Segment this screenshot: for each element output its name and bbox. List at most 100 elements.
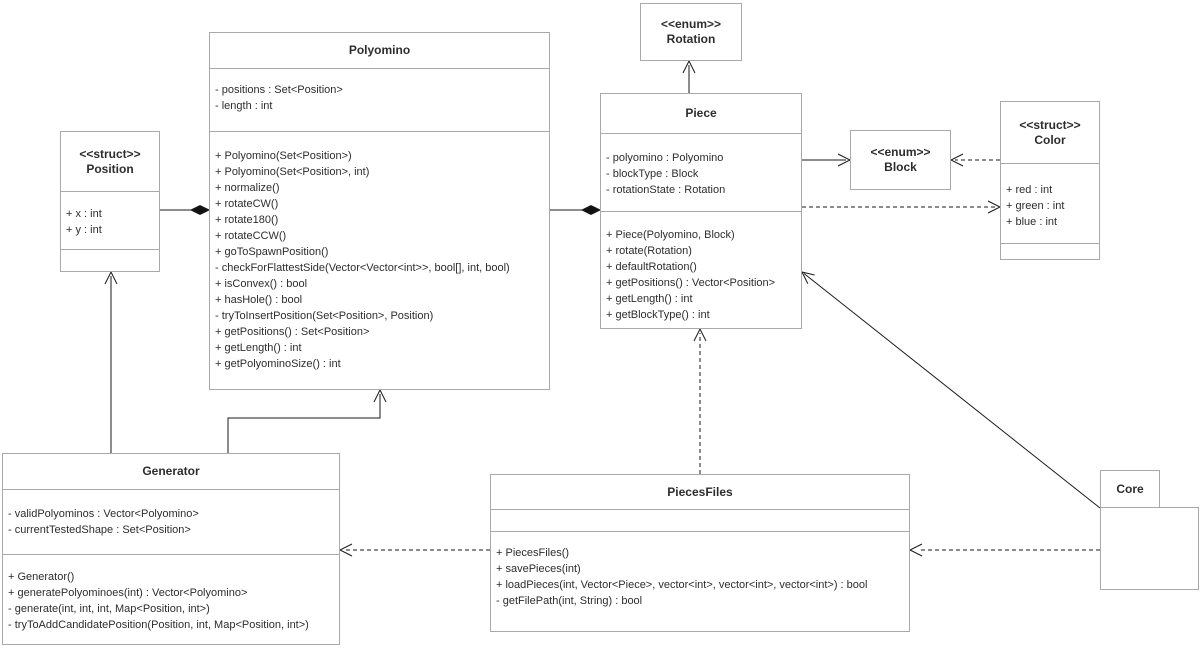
methods-compartment: + Piece(Polyomino, Block) + rotate(Rotati… [601,211,801,328]
class-polyomino[interactable]: Polyomino - positions : Set<Position> - l… [209,32,550,390]
member-line: + getPolyominoSize() : int [215,358,341,370]
composition-diamond [189,204,211,216]
attributes-compartment: + red : int + green : int + blue : int [1001,163,1099,243]
open-arrowhead [837,153,852,167]
class-title: <<struct>> Color [1001,102,1099,163]
open-arrowhead [987,200,1002,214]
edge-position-polyomino-composition [160,204,211,216]
class-name: PiecesFiles [667,484,733,499]
member-line: + Polyomino(Set<Position>, int) [215,166,370,178]
class-piecesfiles[interactable]: PiecesFiles + PiecesFiles() + savePieces(… [490,474,910,632]
member-line: + savePieces(int) [496,563,581,575]
class-position[interactable]: <<struct>> Position + x : int + y : int [60,131,160,272]
open-arrowhead [949,153,964,167]
member-line: + getPositions() : Vector<Position> [606,277,776,289]
open-arrowhead [693,327,707,342]
member-line: - blockType : Block [606,168,699,180]
edge-polyomino-piece-composition [550,204,602,216]
class-title: Polyomino [210,33,549,68]
member-line: - currentTestedShape : Set<Position> [8,524,191,536]
attributes-compartment: + x : int + y : int [61,191,159,249]
member-line: + isConvex() : bool [215,278,308,290]
class-generator[interactable]: Generator - validPolyominos : Vector<Pol… [2,453,340,645]
class-name: Polyomino [348,43,411,57]
edge-generator-position [104,270,118,455]
member-line: + rotate(Rotation) [606,245,692,257]
attributes-compartment-empty [491,509,909,531]
class-name: Block [884,160,917,174]
composition-diamond [580,204,602,216]
member-line: + loadPieces(int, Vector<Piece>, vector<… [496,579,868,591]
member-line: + x : int [66,208,102,220]
edge-piece-rotation [682,59,696,93]
class-rotation[interactable]: <<enum>> Rotation [640,3,742,61]
methods-compartment-empty [61,249,159,271]
class-title: <<enum>> Block [851,131,950,189]
open-arrowhead [682,59,696,74]
class-name: Generator [142,464,200,478]
member-line: - positions : Set<Position> [215,84,343,96]
member-line: + rotate180() [215,214,279,226]
member-line: - tryToAddCandidatePosition(Position, in… [8,619,309,631]
edge-piecesfiles-piece-dependency [693,327,707,474]
member-line: + generatePolyominoes(int) : Vector<Poly… [8,587,248,599]
member-line: + Piece(Polyomino, Block) [606,229,735,241]
open-arrowhead [908,543,923,557]
open-arrowhead [338,543,353,557]
open-arrowhead [801,271,815,284]
class-name: Position [86,161,134,176]
member-line: - rotationState : Rotation [606,184,726,196]
member-line: + rotateCCW() [215,230,287,242]
member-line: + getBlockType() : int [606,309,710,321]
open-arrowhead [104,270,118,285]
class-title: PiecesFiles [491,475,909,509]
stereotype: <<struct>> [79,146,141,161]
package-core-tab[interactable]: Core [1100,470,1160,508]
methods-compartment: + Generator() + generatePolyominoes(int) … [3,554,339,644]
member-line: + hasHole() : bool [215,294,303,306]
member-line: + blue : int [1006,216,1058,228]
stereotype: <<struct>> [1019,117,1081,132]
edge-piece-color-dependency [802,200,1002,214]
methods-compartment: + PiecesFiles() + savePieces(int) + loadPi… [491,531,909,631]
member-line: - length : int [215,100,273,112]
class-title: Generator [3,454,339,489]
attributes-compartment: - validPolyominos : Vector<Polyomino> - c… [3,489,339,554]
member-line: + green : int [1006,200,1065,212]
member-line: - generate(int, int, int, Map<Position, … [8,603,210,615]
class-title: <<enum>> Rotation [641,4,741,60]
member-line: + rotateCW() [215,198,279,210]
member-line: - checkForFlattestSide(Vector<Vector<int… [215,262,510,274]
member-line: + Generator() [8,571,75,583]
class-color[interactable]: <<struct>> Color + red : int + green : in… [1000,101,1100,260]
class-name: Rotation [666,32,716,46]
edge-color-block-dependency [949,153,1000,167]
member-line: + PiecesFiles() [496,547,570,559]
class-title: <<struct>> Position [61,132,159,191]
edge-generator-polyomino [227,388,387,455]
class-piece[interactable]: Piece - polyomino : Polyomino - blockType… [600,93,802,329]
member-line: + defaultRotation() [606,261,697,273]
attributes-compartment: - polyomino : Polyomino - blockType : Blo… [601,133,801,211]
member-line: + y : int [66,224,102,236]
member-line: + red : int [1006,184,1053,196]
class-block[interactable]: <<enum>> Block [850,130,951,190]
edge-core-piecesfiles-dependency [908,543,1100,557]
member-line: + Polyomino(Set<Position>) [215,150,352,162]
open-arrowhead [373,388,387,403]
member-line: - polyomino : Polyomino [606,152,724,164]
member-line: + getLength() : int [606,293,693,305]
edge-core-piece [801,271,1101,509]
stereotype: <<enum>> [870,145,931,159]
member-line: - validPolyominos : Vector<Polyomino> [8,508,199,520]
member-line: + normalize() [215,182,280,194]
package-core-body[interactable] [1100,507,1199,590]
edge-piecesfiles-generator-dependency [338,543,490,557]
class-name: Piece [685,106,717,120]
class-name: Color [1034,132,1066,147]
member-line: + getLength() : int [215,342,302,354]
package-name: Core [1116,481,1144,496]
attributes-compartment: - positions : Set<Position> - length : in… [210,68,549,131]
member-line: - getFilePath(int, String) : bool [496,595,643,607]
